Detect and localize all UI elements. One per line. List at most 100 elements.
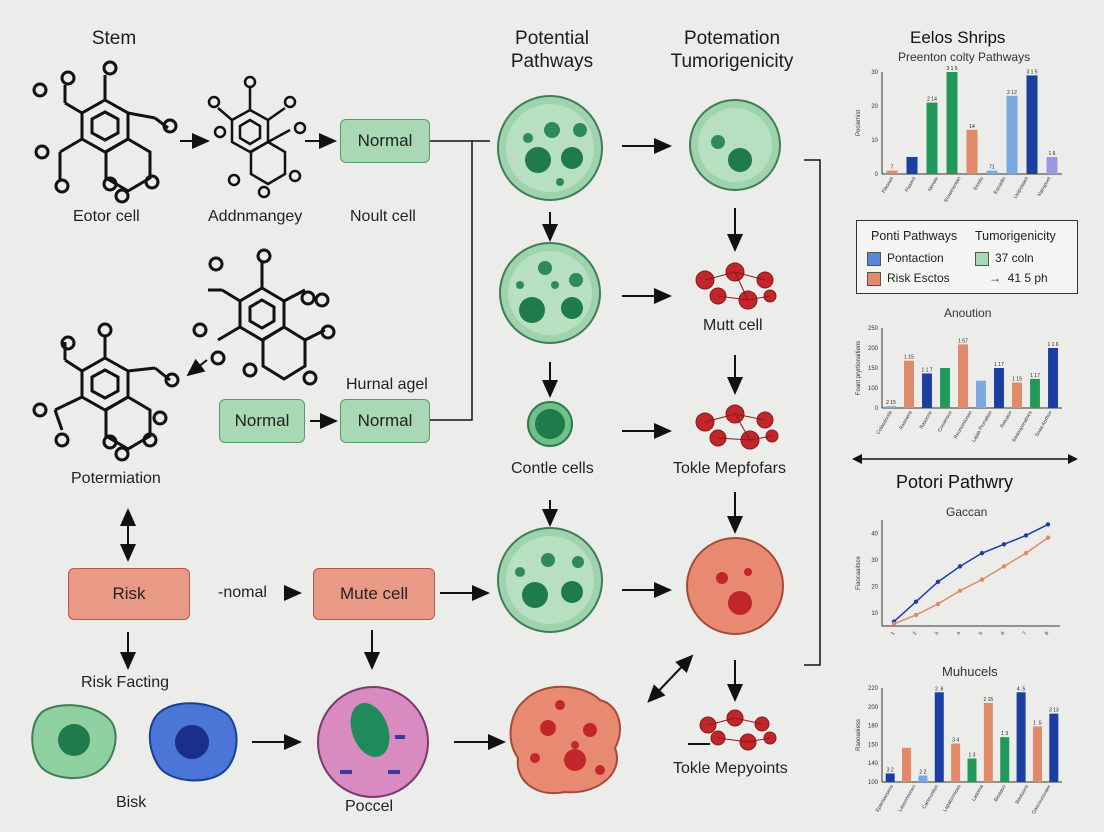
legend-col1: Ponti Pathways	[871, 229, 958, 243]
header-stem: Stem	[91, 28, 137, 49]
y-tick-label: 20	[871, 104, 878, 110]
double-arrow	[852, 454, 1078, 464]
data-label: 1 1 7	[921, 367, 932, 373]
label-bisk: Bisk	[116, 794, 147, 811]
legend-arrow-icon: →	[989, 271, 1008, 285]
red-cluster-icon	[695, 262, 777, 310]
x-tick-label: Bioaaon	[993, 784, 1007, 803]
green-cell-right	[689, 99, 781, 191]
y-tick-label: 220	[868, 686, 879, 692]
y-tick-label: 10	[871, 611, 878, 617]
molecule-icon	[192, 248, 336, 386]
mute-cell-box[interactable]: Mute cell	[313, 568, 435, 620]
label-contle-cells: Contle cells	[511, 460, 594, 477]
data-point	[1045, 535, 1051, 540]
bar	[934, 692, 944, 782]
chart4-title: Muhucels	[942, 664, 998, 679]
y-tick-label: 0	[875, 172, 879, 178]
bar	[966, 129, 978, 174]
x-tick-label: Soaa Aorhon	[1034, 410, 1054, 438]
data-label: 2 14	[927, 97, 937, 103]
label-potermiation: Potermiation	[71, 470, 161, 487]
bar	[951, 743, 961, 782]
bar	[946, 72, 958, 174]
red-cell-right	[686, 537, 784, 635]
normal-box-mid[interactable]: Normal	[340, 399, 430, 443]
y-tick-label: 0	[875, 406, 879, 412]
red-cluster-icon	[695, 404, 779, 450]
legend-row2b: 41 5 ph	[1007, 271, 1048, 285]
y-tick-label: 20	[871, 584, 878, 590]
pink-cell	[317, 686, 429, 798]
bar	[886, 170, 898, 174]
data-label: 1 3	[1001, 731, 1008, 737]
data-label: 14	[969, 124, 975, 130]
data-label: 2 15	[886, 400, 896, 406]
green-irregular-cell	[31, 704, 117, 780]
data-point	[913, 612, 919, 618]
y-tick-label: 10	[871, 138, 878, 144]
label-tokle-mepfofars: Tokle Mepfofars	[673, 460, 786, 477]
x-tick-label: Nanspuet	[1037, 175, 1053, 197]
data-label: 2 15	[983, 697, 993, 703]
bar	[1000, 737, 1010, 782]
y-tick-label: 40	[871, 531, 878, 537]
bar	[885, 773, 895, 782]
bar	[958, 344, 968, 408]
y-tick-label: 250	[868, 326, 879, 332]
data-label: 1 1 6	[1047, 342, 1058, 348]
x-tick-label: 3	[934, 631, 941, 637]
y-tick-label: 100	[868, 386, 879, 392]
x-tick-label: Lasoma	[971, 784, 985, 803]
x-tick-label: Rasocne	[919, 410, 934, 430]
legend-row1a: Pontaction	[887, 251, 944, 265]
x-tick-label: Flasent	[904, 175, 918, 193]
data-label: 2 12	[1007, 90, 1017, 96]
legend-col2: Tumorigenicity	[975, 229, 1056, 243]
bar	[1012, 382, 1022, 408]
data-label: 3 2	[887, 767, 894, 773]
x-tick-label: Lapatonnioas	[942, 784, 962, 813]
x-tick-label: 7	[1022, 631, 1029, 637]
data-label: 2 .6	[935, 686, 944, 692]
bar	[904, 360, 914, 408]
label-noult-cell: Noult cell	[350, 208, 416, 225]
y-tick-label: 140	[868, 761, 879, 767]
x-tick-label: Erowmentan	[943, 176, 962, 202]
bar	[1032, 726, 1042, 782]
data-point	[913, 599, 919, 604]
legend-row2a: Risk Esctos	[887, 271, 950, 285]
green-cell-3	[527, 401, 573, 447]
risk-box[interactable]: Risk	[68, 568, 190, 620]
x-tick-label: Lajaa Pronabsn	[971, 410, 994, 444]
data-label: 1 17	[994, 362, 1004, 368]
y-tick-label: 150	[868, 366, 879, 372]
x-tick-label: Raioaon	[999, 410, 1014, 429]
data-point	[935, 601, 941, 607]
bar	[994, 368, 1004, 408]
data-label: 4 .5	[1017, 686, 1026, 692]
chart3-subtitle: Gaccan	[946, 505, 988, 519]
x-tick-label: Esivadin	[993, 176, 1008, 196]
bar	[902, 747, 912, 782]
y-tick-label: 200	[868, 346, 879, 352]
normal-box-left[interactable]: Normal	[219, 399, 305, 443]
bar	[1049, 713, 1059, 782]
label-addnmangey: Addnmangey	[208, 208, 303, 225]
data-label: 1 .5	[1033, 720, 1042, 726]
x-tick-label: 1	[890, 631, 897, 637]
bar	[1030, 378, 1040, 408]
label-hurnal-agel: Hurnal agel	[346, 376, 428, 393]
bar	[976, 380, 986, 408]
x-tick-label: Epamiaesens	[875, 784, 896, 814]
legend-row1b: 37 coln	[995, 251, 1034, 265]
legend-swatch-blue	[867, 251, 881, 266]
label-mutt-cell: Mutt cell	[703, 317, 763, 334]
data-point	[935, 579, 941, 585]
bar	[1026, 75, 1038, 174]
x-tick-label: Gascounonaer	[1031, 784, 1053, 816]
bar	[967, 758, 977, 782]
normal-box-top[interactable]: Normal	[340, 119, 430, 163]
label-eotor-cell: Eotor cell	[73, 208, 140, 225]
